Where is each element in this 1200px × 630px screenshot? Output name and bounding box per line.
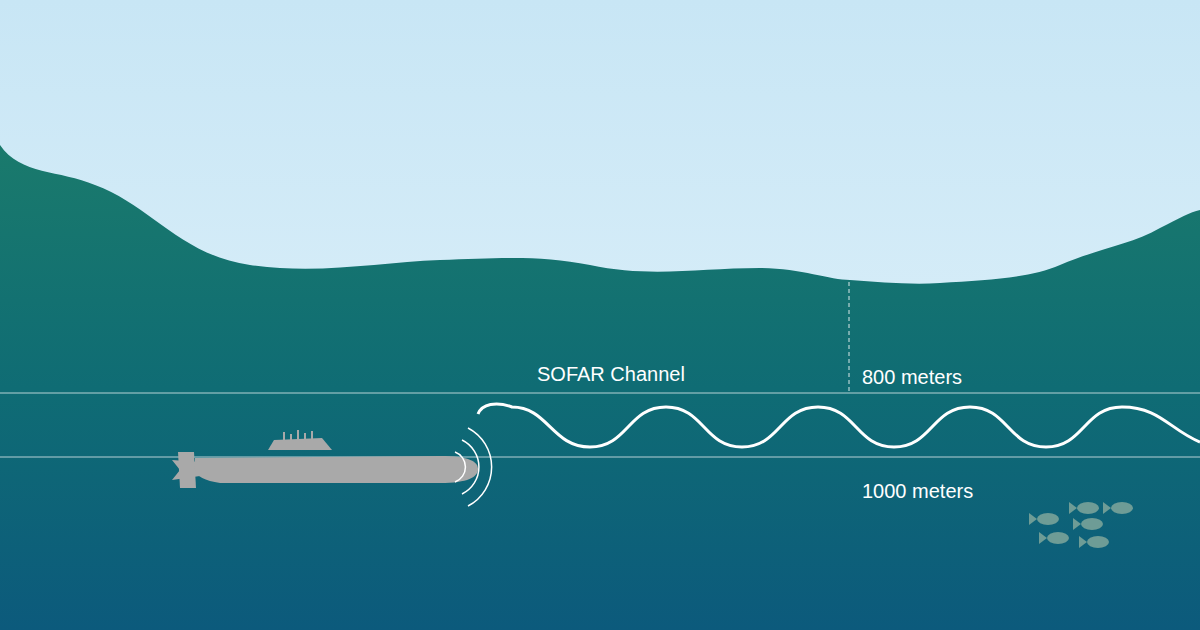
fish-school	[1029, 502, 1133, 548]
channel-label: SOFAR Channel	[537, 362, 685, 386]
depth-marker	[849, 282, 850, 393]
sound-path	[478, 404, 1200, 447]
sound-waves	[455, 428, 492, 506]
depth-label: 1000 meters	[862, 479, 973, 503]
depth-label: 800 meters	[862, 365, 962, 389]
depth-line	[0, 393, 1200, 394]
submarine	[172, 430, 478, 488]
ocean	[0, 145, 1200, 630]
